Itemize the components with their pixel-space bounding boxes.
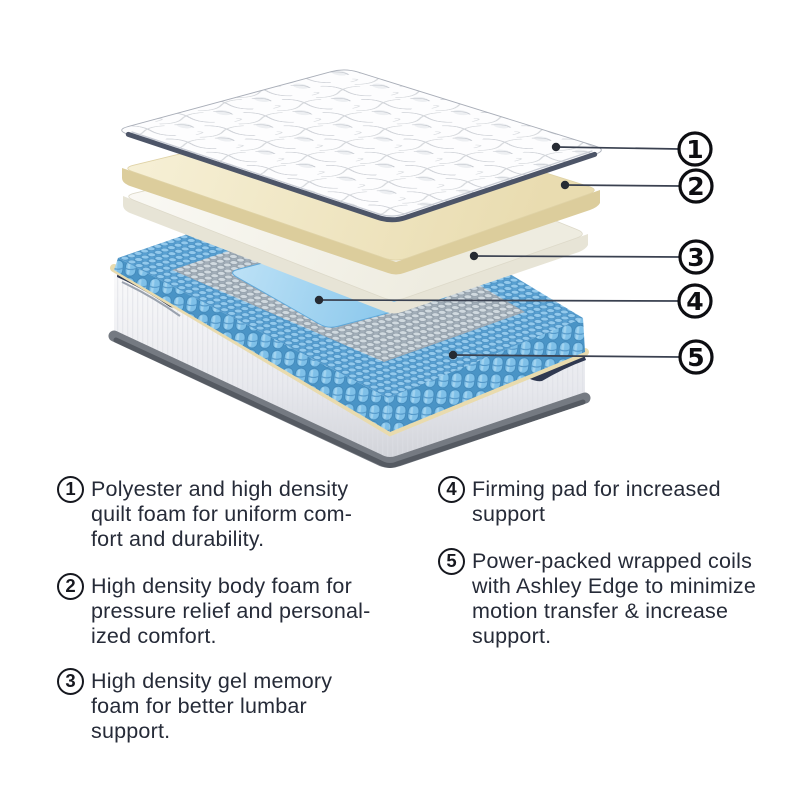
- leader-dot-2: [560, 180, 570, 190]
- leader-dot-5: [448, 350, 458, 360]
- quilt-edge-highlight: [131, 131, 593, 217]
- leader-dot-3: [469, 251, 479, 261]
- coil-front-right: [388, 318, 585, 432]
- legend-number-badge-3: 3: [57, 668, 84, 695]
- legend-item-2: 2 High density body foam for pressure re…: [57, 573, 402, 649]
- leader-line-2: [564, 184, 681, 187]
- leader-line-1: [555, 146, 680, 150]
- legend-number-badge-4: 4: [438, 476, 465, 503]
- leader-line-5: [452, 354, 681, 358]
- leader-dot-4: [314, 295, 324, 305]
- callout-number-3: 3: [687, 243, 704, 272]
- leader-line-3: [473, 255, 681, 258]
- quilt-edge-piping: [125, 131, 598, 223]
- callout-3: 3: [469, 239, 714, 275]
- base-bottom-rim-dark: [113, 337, 586, 468]
- legend-text-3: High density gel memory foam for better …: [91, 669, 333, 743]
- legend-text-5: Power-packed wrapped coils with Ashley E…: [472, 549, 757, 648]
- legend-text-2: High density body foam for pressure reli…: [91, 574, 371, 648]
- base-accent-left-line: [121, 281, 181, 317]
- gel-foam-side: [123, 196, 588, 314]
- quilt-top-layer: [121, 69, 602, 223]
- callout-circle-1: [677, 131, 713, 167]
- leader-dot-1: [551, 142, 561, 152]
- callout-circle-5: [678, 339, 714, 375]
- callout-2: 2: [560, 168, 714, 204]
- callout-circle-2: [678, 168, 714, 204]
- legend-number-badge-1: 1: [57, 476, 84, 503]
- callout-circle-3: [678, 239, 714, 275]
- legend-text-4: Firming pad for increased support: [472, 477, 721, 526]
- callout-1: 1: [551, 131, 713, 167]
- coil-front-left: [114, 258, 390, 432]
- legend-item-3: 3 High density gel memory foam for bette…: [57, 668, 402, 744]
- legend-item-4: 4 Firming pad for increased support: [438, 476, 783, 527]
- callout-circle-4: [677, 283, 713, 319]
- legend-text-1: Polyester and high density quilt foam fo…: [91, 477, 353, 551]
- base-side-wall-texture: [114, 266, 585, 463]
- mattress-exploded-diagram: 1 2 3 4: [108, 69, 714, 468]
- body-foam-side: [122, 168, 600, 275]
- legend-number-badge-2: 2: [57, 573, 84, 600]
- callout-number-4: 4: [686, 287, 703, 316]
- legend-item-5: 5 Power-packed wrapped coils with Ashley…: [438, 548, 783, 649]
- callout-4: 4: [314, 283, 713, 319]
- callout-number-5: 5: [687, 343, 704, 372]
- callout-number-2: 2: [687, 172, 704, 201]
- callout-number-1: 1: [686, 135, 703, 164]
- callout-5: 5: [448, 339, 714, 375]
- legend-number-badge-5: 5: [438, 548, 465, 575]
- legend-item-1: 1 Polyester and high density quilt foam …: [57, 476, 402, 552]
- callouts: 1 2 3 4: [314, 131, 714, 375]
- leader-line-4: [318, 299, 680, 302]
